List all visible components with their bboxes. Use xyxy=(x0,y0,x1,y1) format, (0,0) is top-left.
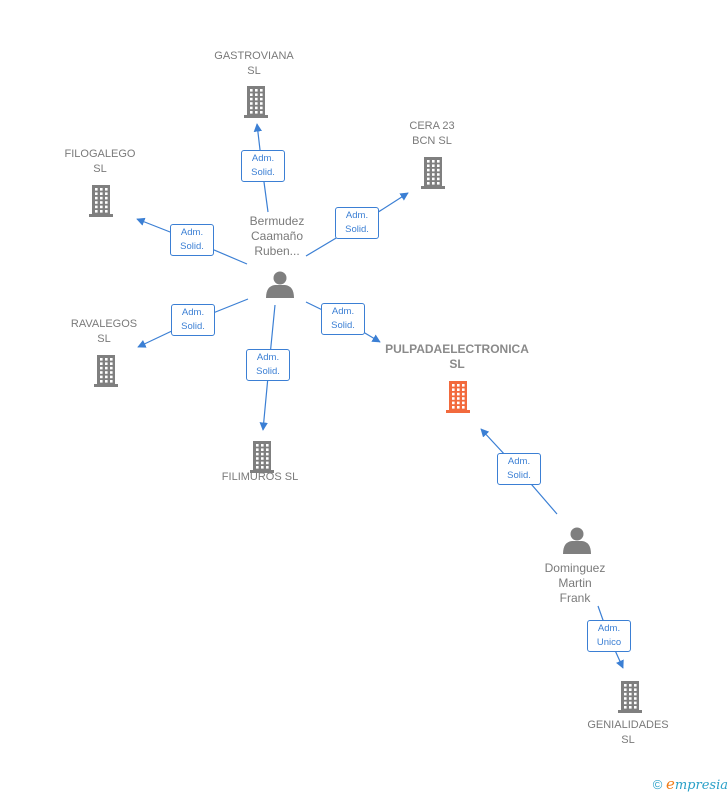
person-icon-dominguez xyxy=(563,527,591,554)
edge-label-bermudez-filogalego[interactable]: Adm. Solid. xyxy=(170,224,214,256)
building-icon-cera23 xyxy=(421,157,445,189)
brand-logo: © empresia xyxy=(653,775,728,793)
building-icon-pulpada xyxy=(446,381,470,413)
edge-label-dominguez-pulpada[interactable]: Adm. Solid. xyxy=(497,453,541,485)
edge-label-dominguez-genialidades[interactable]: Adm. Unico xyxy=(587,620,631,652)
company-label-pulpada[interactable]: PULPADAELECTRONICA SL xyxy=(385,342,529,371)
person-icon-bermudez xyxy=(266,271,294,298)
edge-label-bermudez-gastroviana[interactable]: Adm. Solid. xyxy=(241,150,285,182)
brand-rest: mpresia xyxy=(674,778,728,793)
company-label-ravalegos[interactable]: RAVALEGOS SL xyxy=(70,318,138,345)
company-label-filimuros[interactable]: FILIMUROS SL xyxy=(221,471,299,483)
company-label-filogalego[interactable]: FILOGALEGO SL xyxy=(64,148,136,175)
building-icon-gastroviana xyxy=(244,86,268,118)
edge-label-bermudez-filimuros[interactable]: Adm. Solid. xyxy=(246,349,290,381)
building-icon-ravalegos xyxy=(94,355,118,387)
edge-label-bermudez-pulpada[interactable]: Adm. Solid. xyxy=(321,303,365,335)
person-label-bermudez[interactable]: Bermudez Caamaño Ruben... xyxy=(249,214,305,258)
brand-first-letter: e xyxy=(665,775,675,793)
edge-label-bermudez-ravalegos[interactable]: Adm. Solid. xyxy=(171,304,215,336)
edge-label-bermudez-cera23[interactable]: Adm. Solid. xyxy=(335,207,379,239)
company-label-cera23[interactable]: CERA 23 BCN SL xyxy=(409,120,455,147)
person-label-dominguez[interactable]: Dominguez Martin Frank xyxy=(544,561,606,605)
company-label-genialidades[interactable]: GENIALIDADES SL xyxy=(587,719,669,746)
building-icon-filimuros xyxy=(250,441,274,473)
building-icon-filogalego xyxy=(89,185,113,217)
building-icon-genialidades xyxy=(618,681,642,713)
company-label-gastroviana[interactable]: GASTROVIANA SL xyxy=(214,50,294,77)
copyright-symbol: © xyxy=(652,777,663,792)
